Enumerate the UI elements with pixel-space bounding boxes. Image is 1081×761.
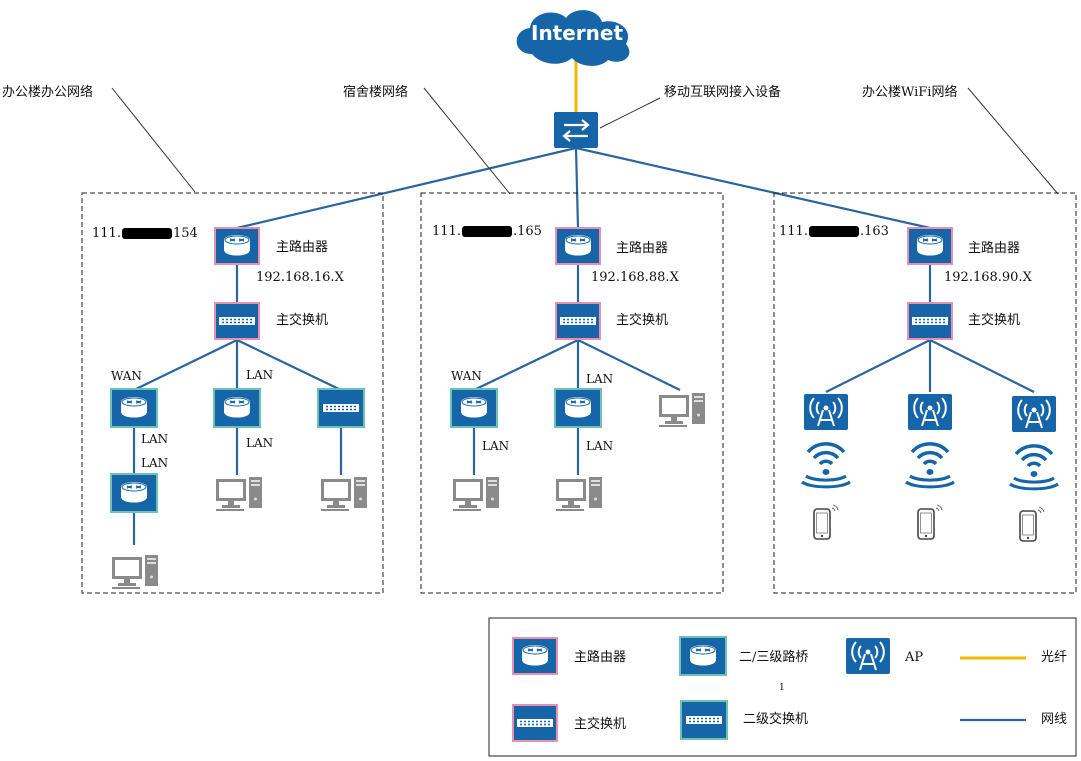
legend-main-switch-label: 主交换机 xyxy=(574,717,627,732)
office-wan-label: WAN xyxy=(111,369,142,383)
legend-stray-mark: 1 xyxy=(779,683,785,693)
segment-title-wifi: 办公楼WiFi网络 xyxy=(862,85,958,100)
office-router-label: 主路由器 xyxy=(276,240,329,255)
legend-switch-icon xyxy=(511,703,559,743)
wifi-subnet: 192.168.90.X xyxy=(944,270,1032,285)
wifi-signal-icon xyxy=(800,442,852,489)
switch-icon xyxy=(316,387,366,429)
dorm-switch-label: 主交换机 xyxy=(616,313,669,328)
callout-lines xyxy=(111,87,1059,195)
legend-bridge-icon xyxy=(678,635,728,677)
wifi-signal-icon xyxy=(904,442,956,489)
switch-icon xyxy=(554,301,602,341)
dorm-lan-label: LAN xyxy=(482,439,510,453)
segment-box-wifi xyxy=(773,192,1077,594)
legend-bridge-label: 二/三级路桥 xyxy=(739,650,809,665)
router-icon xyxy=(554,226,602,266)
pc-icon xyxy=(111,554,159,589)
router-icon xyxy=(213,226,261,266)
dorm-lan-label: LAN xyxy=(586,439,614,453)
router-icon xyxy=(449,387,499,429)
dorm-public-ip: 111..165 xyxy=(432,224,542,239)
lan-lines xyxy=(132,265,1035,545)
uplink-lines xyxy=(236,146,931,230)
legend-fiber-label: 光纤 xyxy=(1041,650,1068,665)
phone-icon xyxy=(917,504,943,540)
legend-box xyxy=(488,617,1077,757)
legend-secondary-switch-label: 二级交换机 xyxy=(743,712,809,727)
legend-ap-icon xyxy=(845,637,891,675)
router-icon xyxy=(553,387,603,429)
ap-icon xyxy=(803,393,849,431)
office-switch-label: 主交换机 xyxy=(276,313,329,328)
pc-icon xyxy=(452,476,500,511)
redaction-mark xyxy=(808,226,859,237)
wifi-public-ip: 111..163 xyxy=(779,224,889,239)
router-icon xyxy=(906,226,954,266)
router-icon xyxy=(109,387,159,429)
pc-icon xyxy=(320,476,368,511)
segment-title-dorm: 宿舍楼网络 xyxy=(343,85,409,100)
legend-switch2-icon xyxy=(679,699,729,741)
dorm-wan-label: WAN xyxy=(451,369,482,383)
gateway-label: 移动互联网接入设备 xyxy=(664,85,782,100)
cloud-icon xyxy=(516,10,630,66)
dorm-lan-label: LAN xyxy=(586,372,614,386)
legend-main-router-label: 主路由器 xyxy=(574,650,627,665)
ap-icon xyxy=(1011,395,1057,433)
phone-icon xyxy=(1019,506,1045,542)
office-public-ip: 111.154 xyxy=(92,226,198,241)
pc-icon xyxy=(555,476,603,511)
wifi-signal-icon xyxy=(1008,444,1060,491)
segment-box-office xyxy=(81,192,384,594)
pc-icon xyxy=(215,476,263,511)
phone-icon xyxy=(813,504,839,540)
redaction-mark xyxy=(461,226,512,237)
wifi-switch-label: 主交换机 xyxy=(968,313,1021,328)
switch-icon xyxy=(906,301,954,341)
exchange-arrows-icon xyxy=(554,112,598,148)
switch-icon xyxy=(213,301,261,341)
redaction-mark xyxy=(121,228,172,239)
dorm-router-label: 主路由器 xyxy=(616,241,669,256)
office-lan-label: LAN xyxy=(141,456,169,470)
ap-icon xyxy=(907,393,953,431)
office-subnet: 192.168.16.X xyxy=(256,270,344,285)
legend-ap-label: AP xyxy=(905,650,924,665)
internet-label: Internet xyxy=(531,21,624,45)
pc-icon xyxy=(658,392,706,427)
office-lan-label: LAN xyxy=(141,432,169,446)
legend-router-icon xyxy=(511,636,559,676)
router-icon xyxy=(109,472,159,514)
segment-title-office: 办公楼办公网络 xyxy=(2,85,94,100)
office-lan-label: LAN xyxy=(246,368,274,382)
segment-box-dorm xyxy=(420,192,724,594)
dorm-subnet: 192.168.88.X xyxy=(591,270,679,285)
legend-ethernet-label: 网线 xyxy=(1041,712,1068,727)
router-icon xyxy=(212,387,262,429)
office-lan-label: LAN xyxy=(246,436,274,450)
wifi-router-label: 主路由器 xyxy=(968,241,1021,256)
